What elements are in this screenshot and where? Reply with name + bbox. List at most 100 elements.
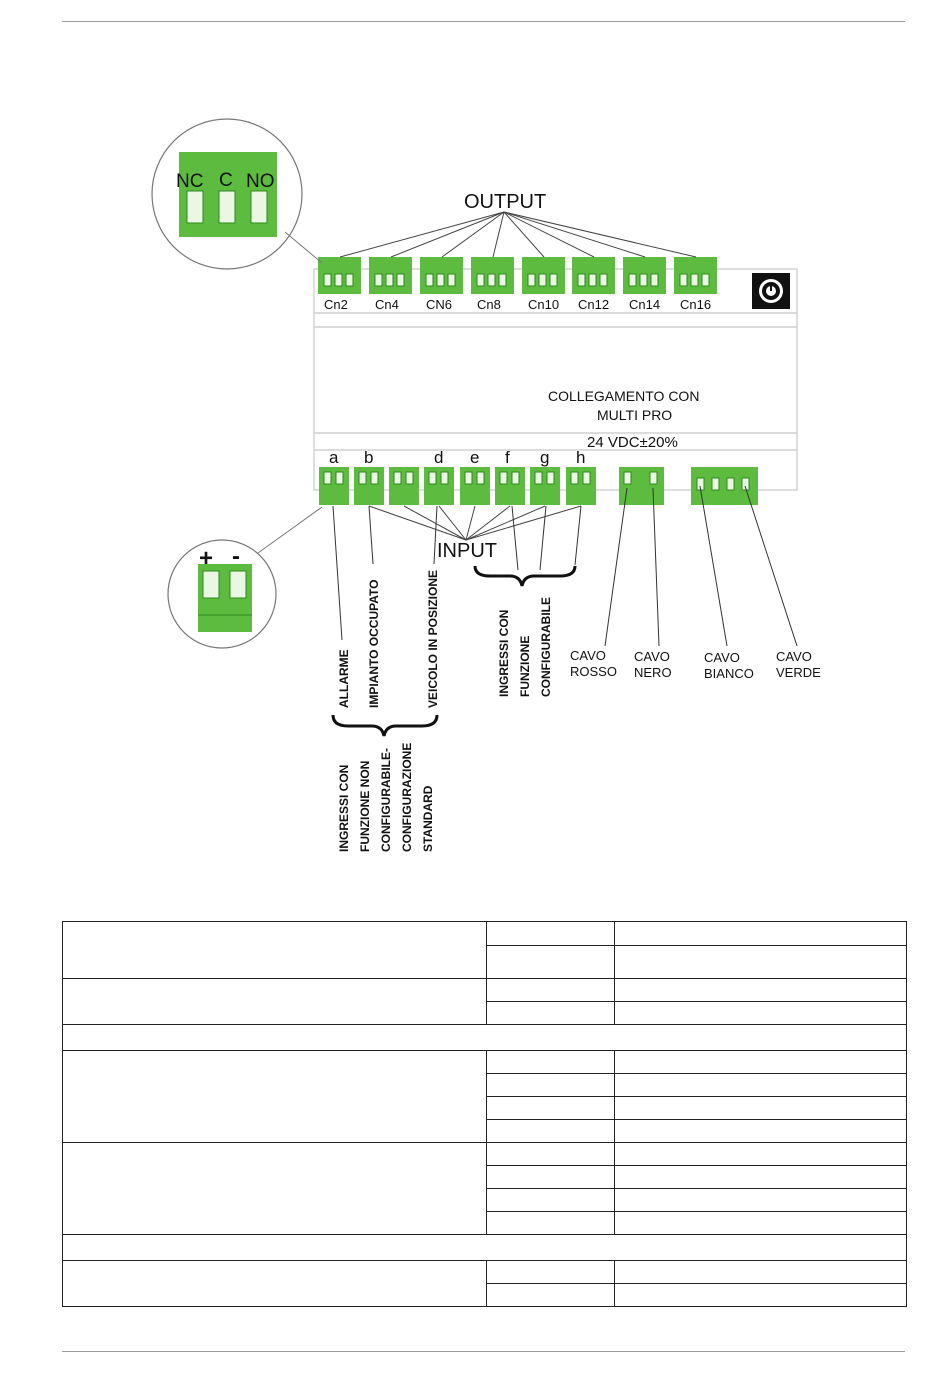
input-letter: a	[329, 448, 339, 467]
svg-text:CONFIGURABILE: CONFIGURABILE	[539, 597, 553, 697]
svg-text:FUNZIONE NON: FUNZIONE NON	[358, 761, 372, 852]
table-row	[63, 1096, 907, 1120]
output-connector-cn2: Cn2	[318, 257, 361, 312]
table-row	[63, 1211, 907, 1235]
multipro-label-line1: COLLEGAMENTO CON	[548, 388, 699, 404]
output-connector-cn4: Cn4	[369, 257, 412, 312]
input-letter: e	[470, 448, 479, 467]
input-connector: f	[495, 448, 525, 505]
input-letter: h	[576, 448, 585, 467]
output-label-cn4: Cn4	[375, 297, 399, 312]
standard-brace	[331, 714, 439, 737]
alarm-label: ALLARME	[337, 649, 351, 708]
output-connector-cn6: CN6	[420, 257, 463, 312]
supply-plus-label: +	[199, 545, 213, 572]
input-letter: g	[540, 448, 549, 467]
svg-text:INGRESSI CON: INGRESSI CON	[497, 610, 511, 697]
table-row	[62, 1024, 907, 1051]
cable-green-line2: VERDE	[776, 665, 821, 680]
input-title: INPUT	[437, 540, 497, 562]
occupied-label: IMPIANTO OCCUPATO	[367, 580, 381, 708]
output-label-cn2: Cn2	[324, 297, 348, 312]
input-connector: g	[530, 448, 560, 505]
standard-label: INGRESSI CON FUNZIONE NON CONFIGURABILE-…	[337, 743, 435, 852]
input-letter: d	[434, 448, 443, 467]
svg-text:CONFIGURAZIONE: CONFIGURAZIONE	[400, 743, 414, 852]
input-connector: b	[354, 448, 384, 505]
output-label-cn12: Cn12	[578, 297, 609, 312]
power-connector	[619, 467, 664, 505]
output-fan-line	[339, 211, 505, 258]
table-row	[62, 978, 907, 1025]
input-connector: a	[319, 448, 349, 505]
cable-green-line1: CAVO	[776, 649, 812, 664]
output-connector-cn12: Cn12	[572, 257, 615, 312]
input-fan-line	[368, 505, 467, 541]
cable-white-line2: BIANCO	[704, 666, 754, 681]
cable-white-line1: CAVO	[704, 650, 740, 665]
table-row	[63, 1119, 907, 1143]
rotary-selector-icon[interactable]	[752, 273, 790, 309]
svg-text:CONFIGURABILE-: CONFIGURABILE-	[379, 748, 393, 852]
input-leader-lines	[332, 485, 798, 647]
output-fan-line	[503, 211, 595, 258]
input-connector	[389, 467, 419, 505]
table-row	[62, 1142, 907, 1235]
table-row	[63, 1283, 907, 1307]
voltage-label: 24 VDC±20%	[587, 434, 678, 451]
cable-black-line1: CAVO	[634, 649, 670, 664]
relay-c-label: C	[219, 170, 233, 191]
bottom-rule	[62, 1351, 905, 1352]
output-fan-line	[441, 211, 505, 258]
output-fan-line	[503, 211, 545, 258]
output-title: OUTPUT	[464, 191, 546, 213]
input-fan-line	[465, 505, 511, 541]
cable-red-line1: CAVO	[570, 648, 606, 663]
output-label-cn14: Cn14	[629, 297, 660, 312]
output-label-cn10: Cn10	[528, 297, 559, 312]
svg-text:INGRESSI CON: INGRESSI CON	[337, 765, 351, 852]
output-label-cn16: Cn16	[680, 297, 711, 312]
table-row	[62, 1050, 907, 1143]
input-letter: b	[364, 448, 373, 467]
input-connector: d	[424, 448, 454, 505]
output-connector-cn8: Cn8	[471, 257, 514, 312]
input-fan-line	[465, 505, 476, 541]
input-letter: f	[505, 448, 510, 467]
table-row	[62, 1234, 907, 1261]
table-row	[62, 921, 907, 979]
output-connector-cn16: Cn16	[674, 257, 717, 312]
configurable-label: INGRESSI CON FUNZIONE CONFIGURABILE	[497, 597, 553, 697]
output-connector-cn14: Cn14	[623, 257, 666, 312]
svg-text:STANDARD: STANDARD	[421, 785, 435, 852]
output-fan-line	[503, 211, 697, 258]
output-fan-line	[390, 211, 505, 258]
supply-zoom-circle: + -	[167, 506, 323, 649]
input-connector: e	[460, 448, 490, 505]
relay-nc-label: NC	[176, 171, 203, 192]
input-connector: h	[566, 448, 596, 505]
output-fan-line	[503, 211, 646, 258]
bus-connector	[691, 467, 758, 505]
table-row	[63, 1188, 907, 1212]
supply-minus-label: -	[232, 543, 240, 570]
vehicle-label: VEICOLO IN POSIZIONE	[426, 570, 440, 708]
output-connector-cn10: Cn10	[522, 257, 565, 312]
top-rule	[62, 21, 905, 22]
multipro-label-line2: MULTI PRO	[597, 407, 672, 423]
table-row	[63, 944, 907, 980]
cable-black-line2: NERO	[634, 665, 672, 680]
input-fan-line	[465, 505, 546, 541]
spec-table	[62, 921, 907, 1307]
input-fan-line	[465, 505, 582, 541]
output-label-cn6: CN6	[426, 297, 452, 312]
input-fan-line	[438, 505, 467, 541]
table-row	[62, 1260, 907, 1307]
cable-red-line2: ROSSO	[570, 664, 617, 679]
relay-zoom-circle: NC C NO	[151, 118, 323, 270]
configurable-brace	[473, 565, 577, 587]
svg-text:FUNZIONE: FUNZIONE	[518, 636, 532, 697]
